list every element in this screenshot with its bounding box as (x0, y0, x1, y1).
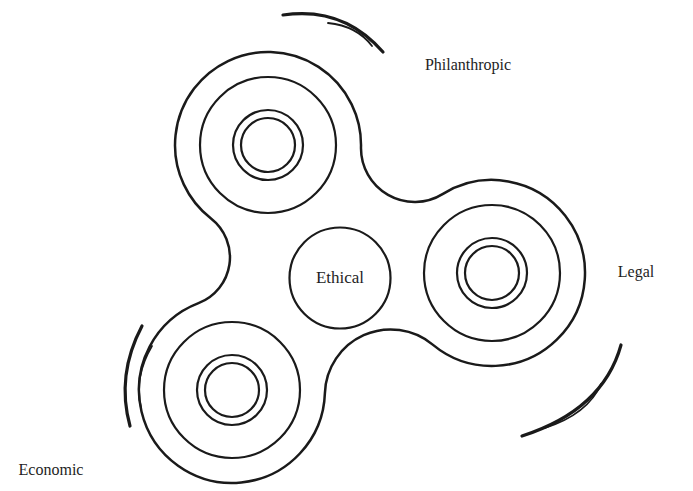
part-label: Philanthropic (425, 56, 511, 74)
center-circle: Ethical (288, 226, 392, 330)
bearing-rings (164, 77, 560, 458)
part-label: Legal (618, 263, 654, 281)
motion-arcs (125, 14, 621, 436)
part-label: Economic (19, 461, 84, 479)
node-text: Ethical (316, 268, 364, 288)
spinner-body (139, 52, 585, 483)
